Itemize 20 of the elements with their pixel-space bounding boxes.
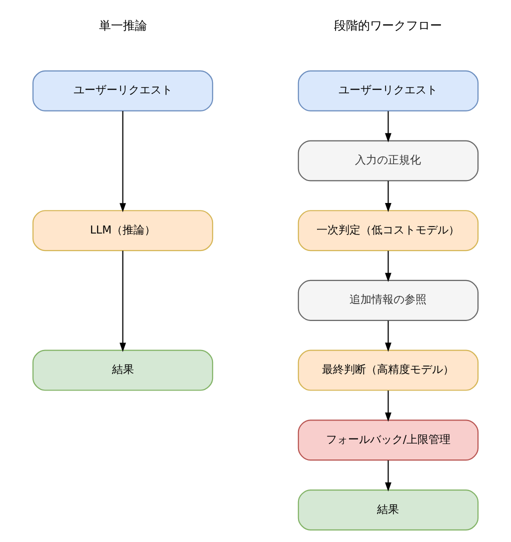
arrow	[384, 250, 392, 282]
label: 段階的ワークフロー	[334, 18, 442, 33]
arrow	[384, 181, 392, 212]
node-box: 結果	[298, 489, 479, 530]
label: 単一推論	[98, 18, 147, 33]
node-box: ユーザーリクエスト	[32, 70, 214, 112]
node-box: 入力の正規化	[298, 140, 479, 182]
arrow	[384, 460, 392, 492]
node-box: ユーザーリクエスト	[298, 70, 479, 112]
node-box: 最終判断（高精度モデル）	[298, 350, 479, 391]
node-box: 結果	[32, 350, 214, 391]
arrow	[384, 320, 392, 352]
arrow	[384, 111, 392, 142]
node-box: 一次判定（低コストモデル）	[298, 210, 479, 252]
arrow	[384, 390, 392, 422]
node-box: LLM（推論）	[32, 210, 214, 252]
node-box: 追加情報の参照	[298, 280, 479, 321]
arrow	[120, 250, 126, 352]
arrow	[120, 111, 126, 212]
node-box: フォールバック/上限管理	[298, 420, 479, 461]
